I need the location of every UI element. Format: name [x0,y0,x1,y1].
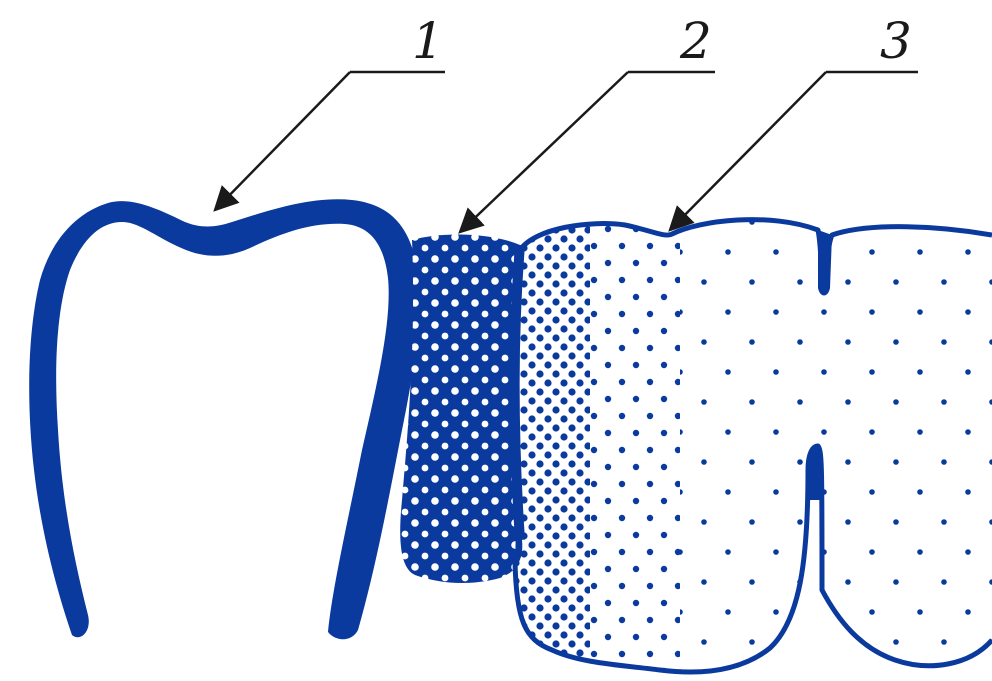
callout-1: 1 [215,12,445,210]
tooth-3-notch-upper [818,230,832,296]
callout-1-arrow [215,72,350,210]
callout-2-arrow [460,72,628,232]
callout-2-label: 2 [679,12,712,70]
connector-joint [400,235,522,583]
tooth-3-stippled-crowns [510,215,992,681]
callout-3-label: 3 [880,12,912,70]
tooth-1-shell-outline [29,199,419,639]
stipple-medium-zone [590,215,680,681]
tooth-1-shell [29,199,419,639]
connector-joint-body [400,235,522,583]
callout-2: 2 [460,12,715,232]
callout-1-label: 1 [412,12,444,70]
callout-3-arrow [670,72,826,230]
